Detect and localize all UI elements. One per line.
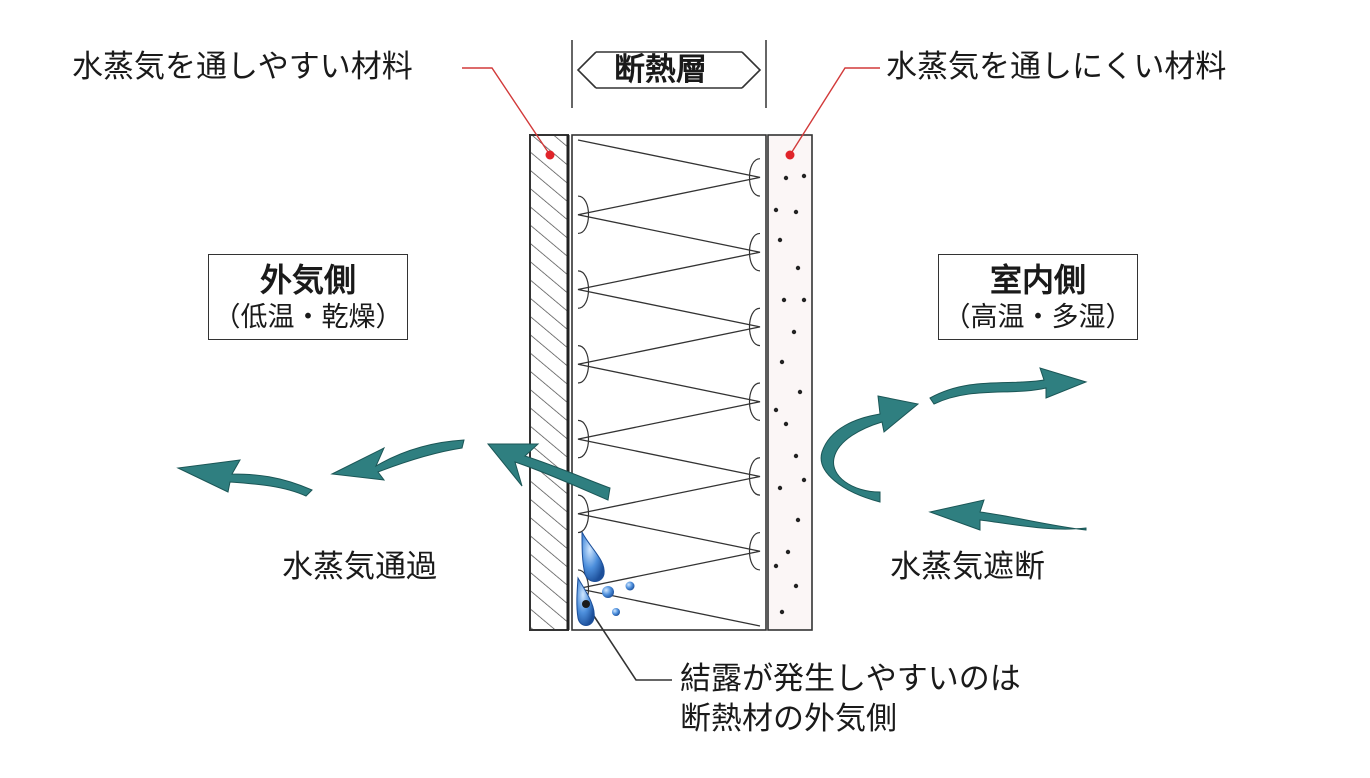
inside-side-title: 室内側 — [989, 261, 1086, 299]
insulation-fold — [749, 232, 761, 272]
board-dot — [797, 389, 803, 395]
board-dot — [795, 265, 801, 271]
vapor-arrow-icon — [330, 439, 465, 481]
condensation-note-line2: 断熱材の外気側 — [680, 701, 897, 737]
insulation-zigzag — [577, 139, 761, 627]
droplet-icon — [625, 581, 635, 591]
vapor-arrow-icon — [820, 395, 920, 503]
insulation-layer-label: 断熱層 — [614, 52, 707, 88]
droplet-icon — [581, 531, 605, 582]
insulation-fold — [577, 195, 589, 235]
droplet-icon — [602, 586, 614, 598]
board-dot — [783, 421, 789, 427]
insulation-fold — [577, 494, 589, 534]
impermeable-material-label: 水蒸気を通しにくい材料 — [886, 49, 1227, 85]
insulation-fold — [749, 531, 761, 571]
board-dot — [773, 207, 779, 213]
inside-side-subtitle: （高温・多湿） — [943, 302, 1133, 334]
outside-side-title: 外気側 — [259, 261, 356, 299]
vapor-pass-label: 水蒸気通過 — [282, 549, 437, 585]
board-dot — [793, 453, 799, 459]
insulation-fold — [577, 345, 589, 384]
insulation-fold — [577, 270, 589, 309]
board-dot — [773, 407, 779, 413]
permeable-layer — [529, 134, 569, 631]
board-dot — [793, 209, 799, 215]
leader-condensation — [589, 609, 672, 681]
impermeable-layer — [767, 134, 813, 631]
vapor-arrow-icon — [928, 499, 1087, 531]
leader-permeable — [462, 67, 555, 160]
permeable-material-label: 水蒸気を通しやすい材料 — [72, 49, 413, 85]
insulation-dimension-bracket — [571, 40, 767, 108]
outside-side-box: 外気側 （低温・乾燥） — [208, 254, 408, 340]
board-dot — [785, 549, 791, 555]
vapor-arrows-outside — [176, 439, 611, 501]
board-dot — [791, 329, 797, 335]
droplet-icon — [612, 608, 620, 616]
board-dot — [801, 297, 807, 303]
insulation-fold — [749, 457, 761, 496]
vapor-block-label: 水蒸気遮断 — [890, 549, 1045, 585]
board-dot — [783, 175, 789, 181]
insulation-fold — [749, 158, 761, 197]
droplet-icon — [582, 600, 590, 608]
board-dot — [777, 237, 783, 243]
insulation-layer — [571, 134, 767, 631]
leader-impermeable — [785, 67, 880, 160]
insulation-fold — [749, 307, 761, 347]
inside-side-box: 室内側 （高温・多湿） — [938, 254, 1138, 340]
board-dot — [793, 583, 799, 589]
vapor-arrow-icon — [176, 459, 313, 497]
insulation-fold — [577, 419, 589, 459]
board-dot — [801, 477, 807, 483]
vapor-arrows-inside — [820, 367, 1088, 531]
board-dot — [777, 485, 783, 491]
board-dot — [779, 359, 785, 365]
insulation-fold — [749, 382, 761, 421]
vapor-arrow-icon — [929, 367, 1088, 405]
condensation-droplets — [576, 531, 635, 626]
outside-side-subtitle: （低温・乾燥） — [213, 302, 403, 334]
vapor-arrow-icon — [486, 443, 611, 501]
board-dot — [781, 297, 787, 303]
board-dot — [773, 563, 779, 569]
condensation-note-line1: 結露が発生しやすいのは — [680, 661, 1021, 697]
board-dot — [779, 609, 785, 615]
board-dot — [801, 173, 807, 179]
board-dot — [795, 517, 801, 523]
